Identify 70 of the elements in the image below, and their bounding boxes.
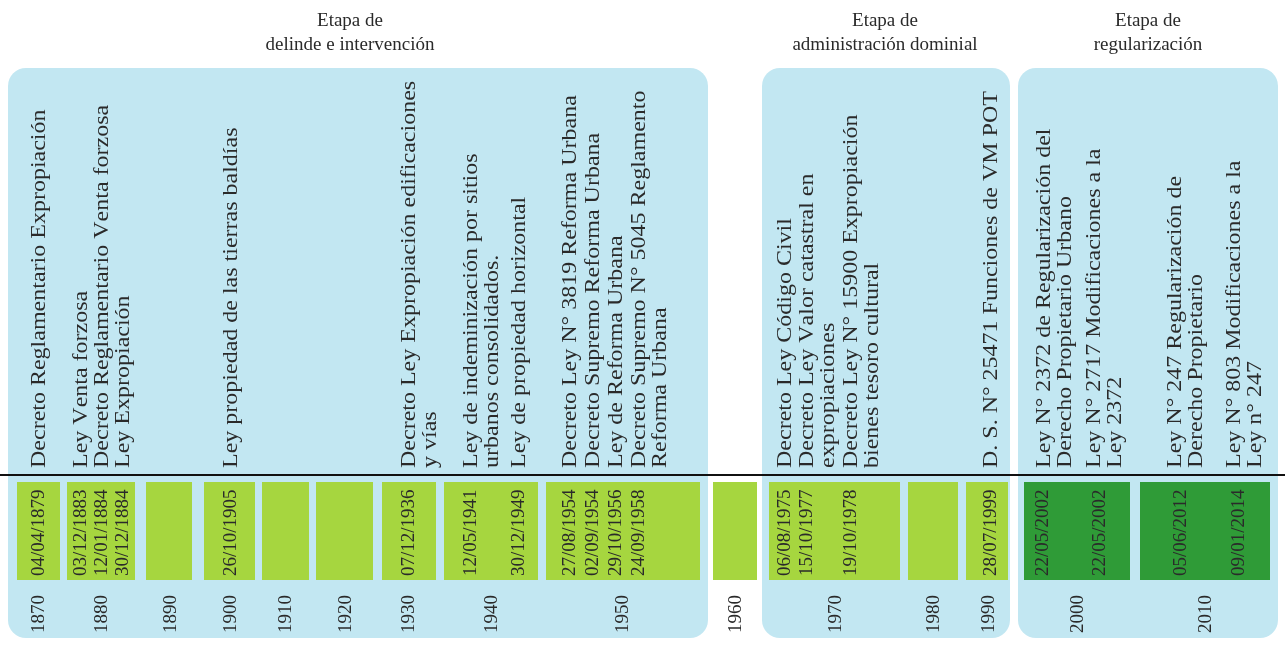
date-text: 07/12/1936 — [397, 489, 419, 576]
date-text: 22/05/2002 — [1031, 489, 1053, 576]
stage-heading: Etapa de regularización — [1093, 8, 1203, 56]
stage-heading: Etapa de administración dominial — [792, 8, 978, 56]
date-text: 30/12/1949 — [507, 489, 529, 576]
law-text: Ley de propiedad horizontal — [507, 195, 529, 468]
decade-label: 1970 — [824, 595, 846, 633]
law-text: Ley propiedad de las tierras baldías — [219, 126, 241, 468]
decade-label: 1900 — [219, 595, 241, 633]
date-box — [262, 482, 309, 580]
decade-label: 1880 — [90, 595, 112, 633]
decade-label: 1980 — [922, 595, 944, 633]
date-text: 26/10/1905 — [219, 489, 241, 576]
date-text: 02/09/1954 — [581, 489, 603, 576]
decade-label: 1950 — [611, 595, 633, 633]
law-text: Ley Venta forzosa — [69, 289, 91, 468]
date-text: 03/12/1883 — [69, 489, 91, 576]
law-text: Ley N° 803 Modificaciones a la Ley n° 247 — [1222, 159, 1265, 468]
date-box — [204, 482, 255, 580]
stage-heading: Etapa de delinde e intervención — [265, 8, 435, 56]
date-text: 28/07/1999 — [979, 489, 1001, 576]
decade-label: 1930 — [397, 595, 419, 633]
decade-label: 2010 — [1194, 595, 1216, 633]
law-text: Decreto Supremo Reforma Urbana — [581, 131, 603, 468]
law-text: Ley N° 2717 Modificaciones a la Ley 2372 — [1082, 147, 1125, 468]
date-text: 30/12/1884 — [111, 489, 133, 576]
law-text: Decreto Ley Valor catastral en expropiaciones — [795, 172, 838, 468]
law-text: Decreto Ley N° 15900 Expropiación bienes tesoro cultural — [839, 113, 882, 468]
date-box — [67, 482, 135, 580]
date-text: 24/09/1958 — [627, 489, 649, 576]
date-text: 12/01/1884 — [90, 489, 112, 576]
date-box — [546, 482, 700, 580]
decade-label: 1960 — [724, 595, 746, 633]
date-text: 05/06/2012 — [1169, 489, 1191, 576]
date-text: 22/05/2002 — [1088, 489, 1110, 576]
decade-label: 1890 — [159, 595, 181, 633]
date-text: 04/04/1879 — [27, 489, 49, 576]
law-text: D. S. N° 25471 Funciones de VM POT — [979, 90, 1001, 468]
date-box — [966, 482, 1008, 580]
date-box — [713, 482, 757, 580]
decade-label: 1940 — [480, 595, 502, 633]
decade-label: 2000 — [1066, 595, 1088, 633]
law-text: Decreto Ley Código Civil — [773, 217, 795, 468]
decade-label: 1990 — [977, 595, 999, 633]
decade-label: 1920 — [334, 595, 356, 633]
date-text: 15/10/1977 — [795, 489, 817, 576]
law-text: Decreto Supremo N° 5045 Reglamento Reforma Urbana — [627, 89, 670, 468]
date-box — [382, 482, 436, 580]
date-text: 09/01/2014 — [1227, 489, 1249, 576]
date-box — [1140, 482, 1270, 580]
date-text: 29/10/1956 — [604, 489, 626, 576]
date-box — [1024, 482, 1130, 580]
decade-label: 1910 — [274, 595, 296, 633]
law-text: Ley de indeminización por sitios urbanos consolidados. — [459, 152, 502, 468]
law-text: Ley N° 247 Regularización de Derecho Propietario — [1163, 174, 1206, 468]
date-box — [444, 482, 538, 580]
decade-label: 1870 — [27, 595, 49, 633]
date-box — [146, 482, 192, 580]
date-box — [17, 482, 60, 580]
date-text: 12/05/1941 — [459, 489, 481, 576]
date-text: 06/08/1975 — [773, 489, 795, 576]
date-box — [908, 482, 958, 580]
date-box — [769, 482, 900, 580]
date-text: 19/10/1978 — [839, 489, 861, 576]
law-text: Ley de Reforma Urbana — [604, 234, 626, 468]
law-text: Decreto Reglamentario Expropiación — [27, 108, 49, 468]
date-box — [316, 482, 373, 580]
law-text: Decreto Ley Expropiación edificaciones y vías — [397, 79, 440, 468]
date-text: 27/08/1954 — [558, 489, 580, 576]
law-text: Decreto Ley N° 3819 Reforma Urbana — [558, 94, 580, 468]
